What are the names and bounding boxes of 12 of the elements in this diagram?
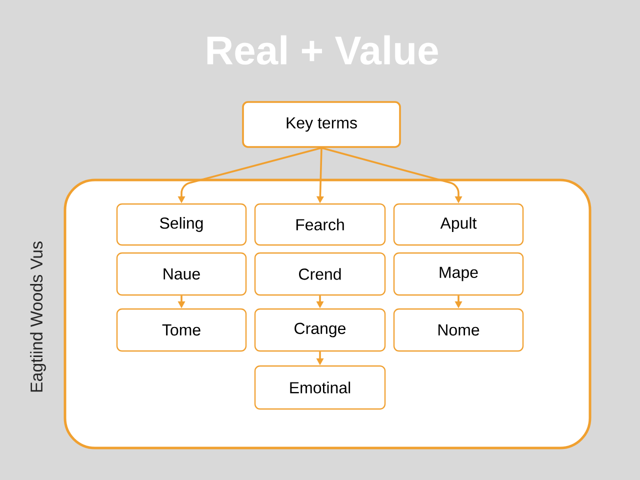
term-box: Emotinal bbox=[254, 365, 386, 410]
side-label: Eagtiind Woods Vus bbox=[30, 242, 46, 392]
term-box: Mape bbox=[393, 252, 524, 296]
term-box: Fearch bbox=[254, 203, 386, 246]
term-box: Seling bbox=[116, 203, 247, 246]
term-box: Apult bbox=[393, 203, 524, 246]
term-box: Nome bbox=[393, 308, 524, 352]
term-box: Crange bbox=[254, 308, 386, 352]
term-box: Crend bbox=[254, 252, 386, 296]
term-box: Naue bbox=[116, 252, 247, 296]
term-box: Tome bbox=[116, 308, 247, 352]
term-box: Key terms bbox=[242, 101, 401, 148]
